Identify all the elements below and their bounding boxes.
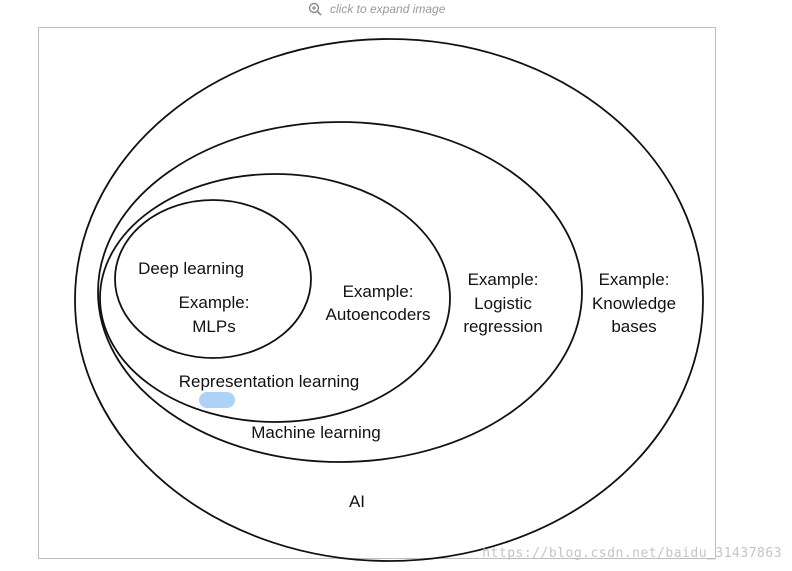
diagram-frame — [38, 27, 716, 559]
ai-label: AI — [349, 492, 365, 511]
representation-learning-set-ellipse — [99, 173, 451, 423]
machine-learning-example-line-2: Logistic — [474, 294, 532, 313]
source-watermark: https://blog.csdn.net/baidu_31437863 — [482, 546, 782, 561]
representation-learning-example-line-2: Autoencoders — [326, 305, 431, 324]
deep-learning-set-ellipse — [114, 199, 312, 359]
deep-learning-example-line-1: Example: — [179, 293, 250, 312]
representation-learning-label: Representation learning — [179, 372, 360, 391]
expand-image-link[interactable]: click to expand image — [308, 0, 445, 18]
zoom-in-icon — [308, 2, 322, 16]
ai-example-line-2: Knowledge — [592, 294, 676, 313]
expand-hint-label: click to expand image — [330, 2, 446, 16]
machine-learning-example-line-1: Example: — [468, 270, 539, 289]
machine-learning-set-ellipse — [97, 121, 583, 463]
representation-learning-example-line-1: Example: — [343, 282, 414, 301]
ai-example-line-3: bases — [611, 317, 656, 336]
ai-example-line-1: Example: — [599, 270, 670, 289]
ai-set-ellipse — [74, 38, 704, 562]
machine-learning-example-line-3: regression — [463, 317, 542, 336]
highlight-mark — [199, 392, 235, 408]
deep-learning-label: Deep learning — [138, 259, 244, 278]
deep-learning-example-line-2: MLPs — [192, 317, 235, 336]
machine-learning-label: Machine learning — [251, 423, 380, 442]
